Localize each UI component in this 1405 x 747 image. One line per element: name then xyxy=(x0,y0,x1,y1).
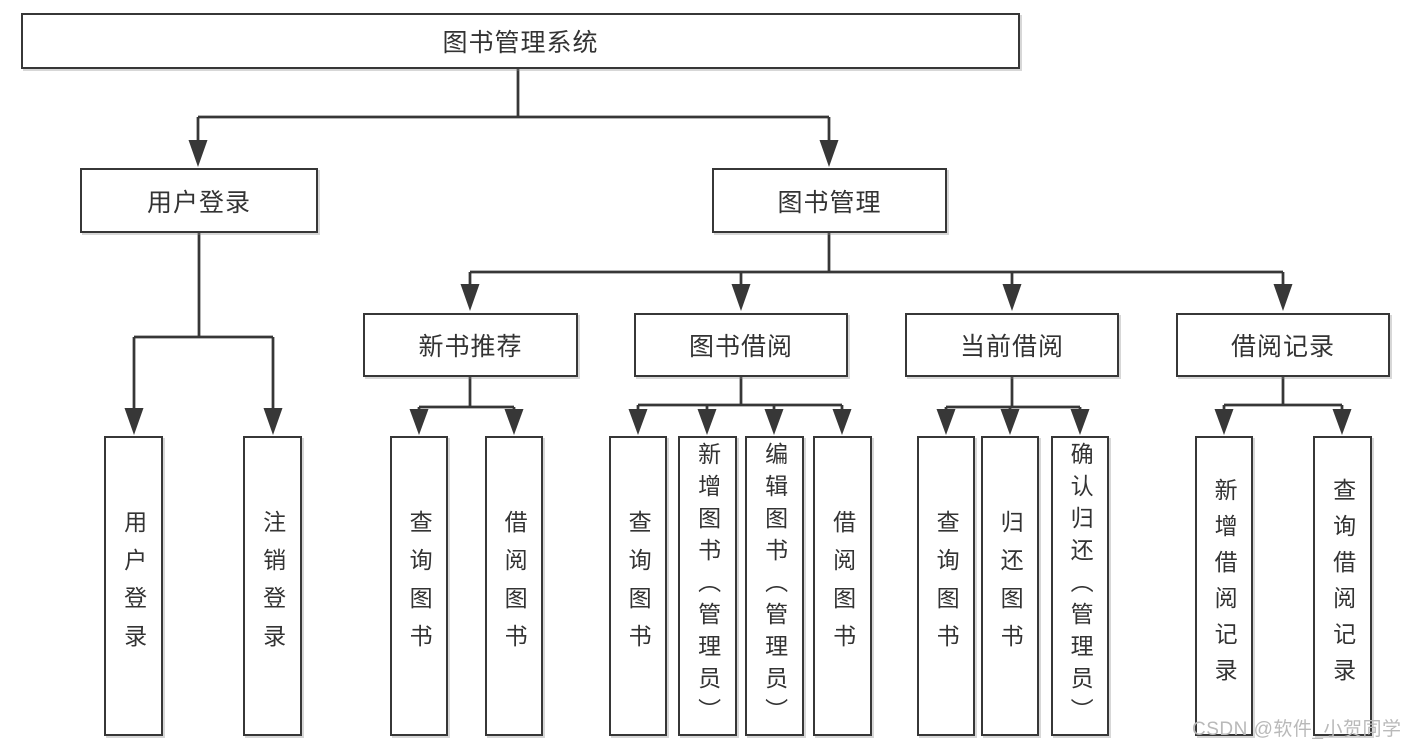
arrowhead xyxy=(628,409,648,435)
node-book-borrowing: 图书借阅 xyxy=(634,313,848,377)
leaf-borrowing-query-books: 查询图书 xyxy=(609,436,667,736)
node-user-login: 用户登录 xyxy=(80,168,318,233)
arrowhead xyxy=(697,409,717,435)
node-current-borrowing: 当前借阅 xyxy=(905,313,1119,377)
node-label: 图书管理 xyxy=(777,188,882,217)
edge-line xyxy=(944,376,1082,414)
node-label: 用户登录 xyxy=(146,188,251,217)
node-label: 借阅记录 xyxy=(1230,333,1335,361)
leaf-add-borrow-record: 新增借阅记录 xyxy=(1195,436,1253,736)
arrowhead xyxy=(1332,409,1352,435)
node-label: 当前借阅 xyxy=(959,333,1064,361)
node-label: 查询借阅记录 xyxy=(1329,478,1356,694)
edges-borrowing-records-children xyxy=(1214,376,1352,435)
node-borrowing-records: 借阅记录 xyxy=(1176,313,1390,377)
node-label: 确认归还（管理员） xyxy=(1067,442,1094,730)
arrowhead xyxy=(731,284,751,311)
leaf-edit-books-admin: 编辑图书（管理员） xyxy=(745,436,804,736)
arrowhead xyxy=(1070,409,1090,435)
node-label: 图书管理系统 xyxy=(442,29,599,57)
edge-line xyxy=(468,231,1285,291)
arrowhead xyxy=(1214,409,1234,435)
arrowhead xyxy=(188,140,208,167)
arrowhead xyxy=(409,409,429,435)
arrowhead xyxy=(263,408,283,435)
node-label: 借阅图书 xyxy=(829,510,856,662)
node-label: 归还图书 xyxy=(997,510,1024,662)
node-label: 新增图书（管理员） xyxy=(694,442,721,730)
arrowhead xyxy=(460,284,480,311)
edges-book-borrowing-children xyxy=(628,376,852,435)
arrowhead xyxy=(1000,409,1020,435)
leaf-confirm-return-admin: 确认归还（管理员） xyxy=(1051,436,1109,736)
leaf-logout: 注销登录 xyxy=(243,436,302,736)
node-label: 新增借阅记录 xyxy=(1211,478,1238,694)
edges-book-management-children xyxy=(460,231,1293,311)
node-label: 用户登录 xyxy=(120,510,147,662)
arrowhead xyxy=(504,409,524,435)
leaf-recommend-query-books: 查询图书 xyxy=(390,436,448,736)
edges-root-to-level1 xyxy=(188,67,839,167)
arrowhead xyxy=(832,409,852,435)
edges-user-login-children xyxy=(124,231,283,435)
edges-current-borrowing-children xyxy=(936,376,1090,435)
node-book-management: 图书管理 xyxy=(712,168,947,233)
edge-line xyxy=(636,376,844,414)
edge-line xyxy=(132,231,275,414)
leaf-borrowing-borrow-books: 借阅图书 xyxy=(813,436,872,736)
node-label: 借阅图书 xyxy=(501,510,528,662)
leaf-query-borrow-record: 查询借阅记录 xyxy=(1313,436,1372,736)
edge-line xyxy=(417,376,516,414)
edge-line xyxy=(1222,376,1344,414)
node-book-management-system: 图书管理系统 xyxy=(21,13,1020,69)
leaf-add-books-admin: 新增图书（管理员） xyxy=(678,436,737,736)
edge-line xyxy=(196,67,831,148)
node-new-book-recommendation: 新书推荐 xyxy=(363,313,578,377)
arrowhead xyxy=(1273,284,1293,311)
watermark-text: CSDN @软件_小贺同学 xyxy=(1192,719,1402,740)
node-label: 新书推荐 xyxy=(418,333,523,361)
node-label: 查询图书 xyxy=(406,510,433,662)
leaf-current-query-books: 查询图书 xyxy=(917,436,975,736)
leaf-return-books: 归还图书 xyxy=(981,436,1039,736)
leaf-user-login: 用户登录 xyxy=(104,436,163,736)
arrowhead xyxy=(936,409,956,435)
node-label: 图书借阅 xyxy=(688,333,793,361)
node-label: 查询图书 xyxy=(933,510,960,662)
node-label: 编辑图书（管理员） xyxy=(761,442,788,730)
arrowhead xyxy=(124,408,144,435)
arrowhead xyxy=(819,140,839,167)
arrowhead xyxy=(1002,284,1022,311)
leaf-recommend-borrow-books: 借阅图书 xyxy=(485,436,543,736)
edges-new-book-recommendation-children xyxy=(409,376,524,435)
arrowhead xyxy=(764,409,784,435)
node-label: 注销登录 xyxy=(259,510,286,662)
node-label: 查询图书 xyxy=(625,510,652,662)
